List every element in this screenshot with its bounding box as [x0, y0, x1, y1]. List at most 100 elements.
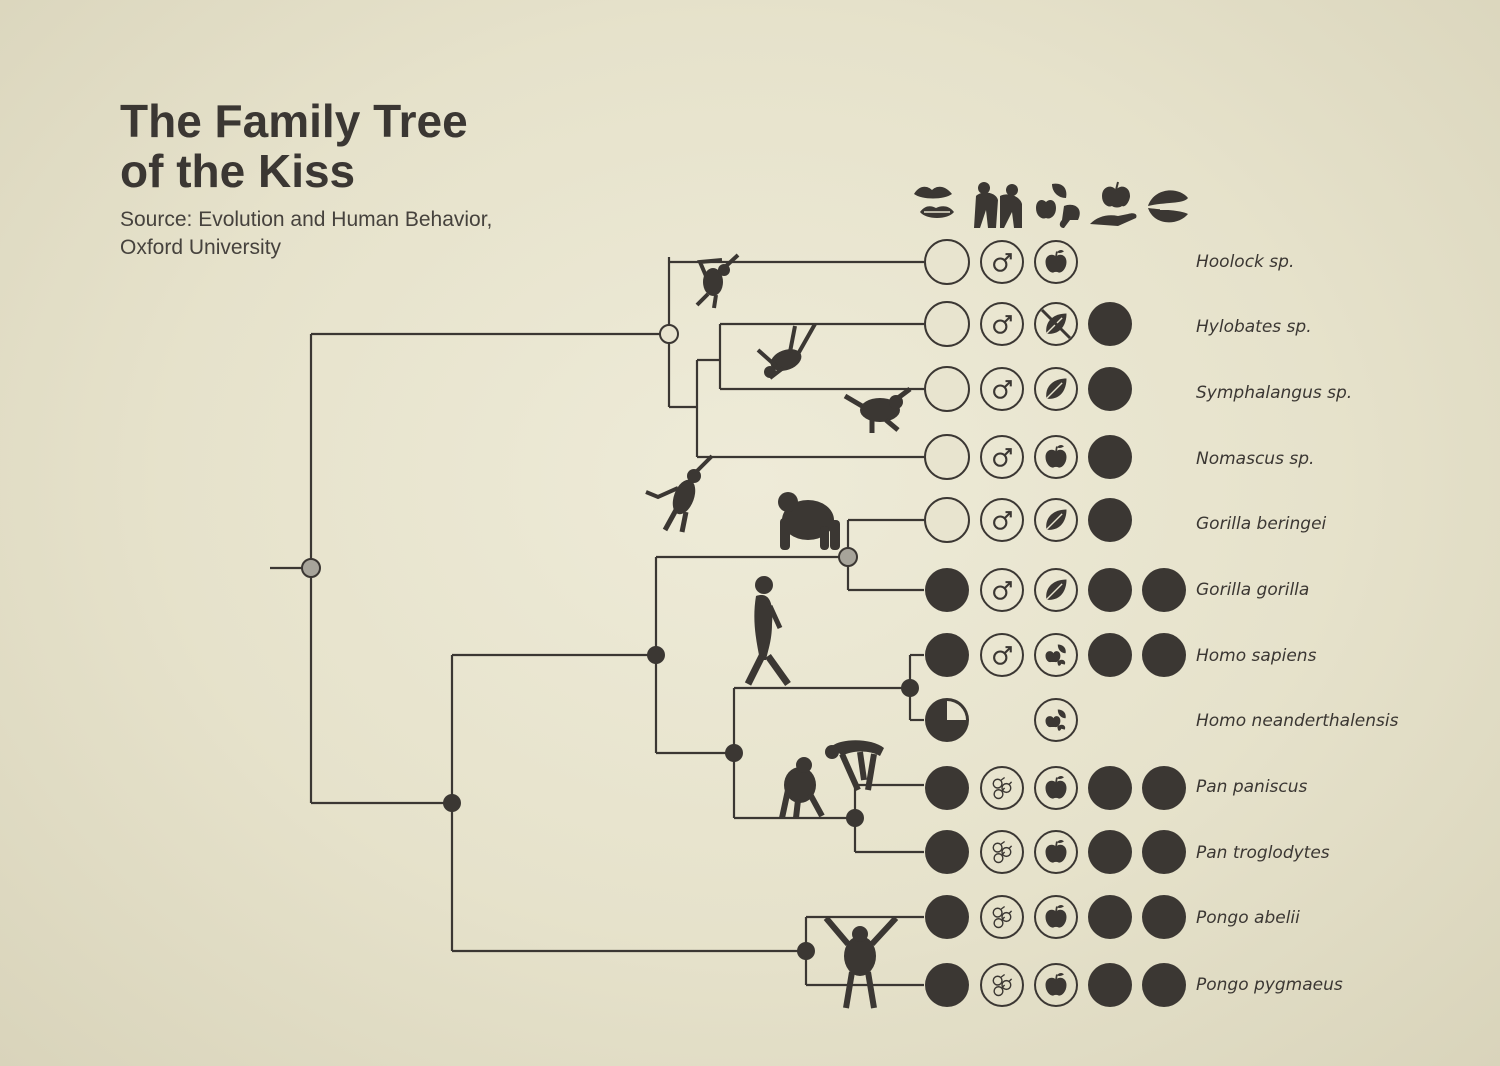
food-sharing-marker — [1088, 435, 1132, 479]
social-frame — [980, 435, 1024, 479]
gibbon-silhouette-icon — [695, 253, 740, 309]
diet-frame — [1034, 498, 1078, 542]
gibbon-hanging-icon — [645, 454, 714, 533]
human-silhouette-icon — [744, 576, 791, 687]
leaf-icon — [1045, 377, 1068, 400]
kiss-present-marker — [925, 568, 969, 612]
gorilla-node — [838, 547, 858, 567]
multi-male-symbol-icon — [992, 905, 1013, 929]
kiss-absent-marker — [924, 301, 970, 347]
omnivore-icon — [1045, 644, 1066, 666]
kiss-present-marker — [925, 766, 969, 810]
male-symbol-icon — [993, 646, 1012, 665]
species-label-homo-sapiens: Homo sapiens — [1196, 646, 1317, 666]
hominini-node — [725, 744, 743, 762]
leaf-icon — [1045, 508, 1068, 531]
species-label-gorilla-gorilla: Gorilla gorilla — [1196, 580, 1310, 600]
omnivore-icon — [1045, 709, 1066, 731]
premastication-marker — [1142, 568, 1186, 612]
pan-node — [846, 809, 864, 827]
social-frame — [980, 895, 1024, 939]
diet-frame — [1034, 766, 1078, 810]
apple-icon — [1044, 839, 1068, 864]
food-sharing-marker — [1088, 302, 1132, 346]
premastication-marker — [1142, 633, 1186, 677]
male-symbol-icon — [993, 380, 1012, 399]
kiss-absent-marker — [924, 497, 970, 543]
kiss-partial-wedge — [947, 701, 966, 720]
orangutan-silhouette-icon — [823, 915, 899, 1009]
species-label-pongo-pygmaeus: Pongo pygmaeus — [1196, 975, 1343, 995]
apple-icon — [1044, 444, 1068, 469]
species-label-nomascus: Nomascus sp. — [1196, 449, 1315, 469]
food-sharing-marker — [1088, 633, 1132, 677]
species-label-homo-neanderthalensis: Homo neanderthalensis — [1196, 711, 1399, 731]
apes-grooming-icon — [974, 182, 1022, 228]
diet-frame — [1034, 240, 1078, 284]
gibbon-swinging-icon — [756, 323, 817, 380]
open-mouth-icon — [1148, 190, 1188, 223]
gibbon-node — [659, 324, 679, 344]
apple-icon — [1044, 249, 1068, 274]
leaf-icon — [1045, 578, 1068, 601]
source-line-2: Oxford University — [120, 236, 282, 259]
root-node — [301, 558, 321, 578]
species-label-pan-troglodytes: Pan troglodytes — [1196, 843, 1330, 863]
social-frame — [980, 367, 1024, 411]
food-sharing-marker — [1088, 963, 1132, 1007]
food-sharing-marker — [1088, 830, 1132, 874]
social-frame — [980, 963, 1024, 1007]
diagram-title: The Family Tree of the Kiss — [120, 96, 600, 196]
multi-male-symbol-icon — [992, 973, 1013, 997]
species-label-hoolock: Hoolock sp. — [1196, 252, 1295, 272]
social-frame — [980, 498, 1024, 542]
social-frame — [980, 766, 1024, 810]
african-ape-node — [647, 646, 665, 664]
lips-icon — [914, 186, 954, 218]
male-symbol-icon — [993, 315, 1012, 334]
pongo-node — [797, 942, 815, 960]
male-symbol-icon — [993, 511, 1012, 530]
kiss-present-marker — [925, 830, 969, 874]
premastication-marker — [1142, 830, 1186, 874]
title-line-1: The Family Tree — [120, 95, 468, 147]
food-sharing-marker — [1088, 498, 1132, 542]
male-symbol-icon — [993, 581, 1012, 600]
tree-branches — [270, 257, 924, 987]
food-sharing-marker — [1088, 766, 1132, 810]
fruit-and-meat-icon — [1036, 183, 1080, 228]
male-symbol-icon — [993, 448, 1012, 467]
kiss-present-marker — [925, 895, 969, 939]
kiss-absent-marker — [924, 366, 970, 412]
kiss-present-marker — [925, 963, 969, 1007]
multi-male-symbol-icon — [992, 776, 1013, 800]
social-frame — [980, 240, 1024, 284]
social-frame — [980, 568, 1024, 612]
apple-icon — [1044, 904, 1068, 929]
source-line-1: Source: Evolution and Human Behavior, — [120, 208, 493, 231]
multi-male-symbol-icon — [992, 840, 1013, 864]
great-ape-node — [443, 794, 461, 812]
food-sharing-marker — [1088, 568, 1132, 612]
species-label-hylobates: Hylobates sp. — [1196, 317, 1312, 337]
homo-node — [901, 679, 919, 697]
source-note: Source: Evolution and Human Behavior, Ox… — [120, 206, 492, 262]
species-label-gorilla-beringei: Gorilla beringei — [1196, 514, 1327, 534]
siamang-silhouette-icon — [843, 387, 912, 433]
species-label-pongo-abelii: Pongo abelii — [1196, 908, 1300, 928]
chimpanzee-silhouette-icon — [779, 757, 825, 819]
social-frame — [980, 302, 1024, 346]
hand-offering-apple-icon — [1090, 181, 1137, 226]
kiss-absent-marker — [924, 239, 970, 285]
no-leaf-slash — [1040, 308, 1072, 340]
food-sharing-marker — [1088, 367, 1132, 411]
diet-frame — [1034, 633, 1078, 677]
premastication-marker — [1142, 895, 1186, 939]
diet-frame — [1034, 895, 1078, 939]
diet-frame — [1034, 830, 1078, 874]
diet-frame — [1034, 568, 1078, 612]
diet-frame — [1034, 367, 1078, 411]
social-frame — [980, 830, 1024, 874]
apple-icon — [1044, 775, 1068, 800]
